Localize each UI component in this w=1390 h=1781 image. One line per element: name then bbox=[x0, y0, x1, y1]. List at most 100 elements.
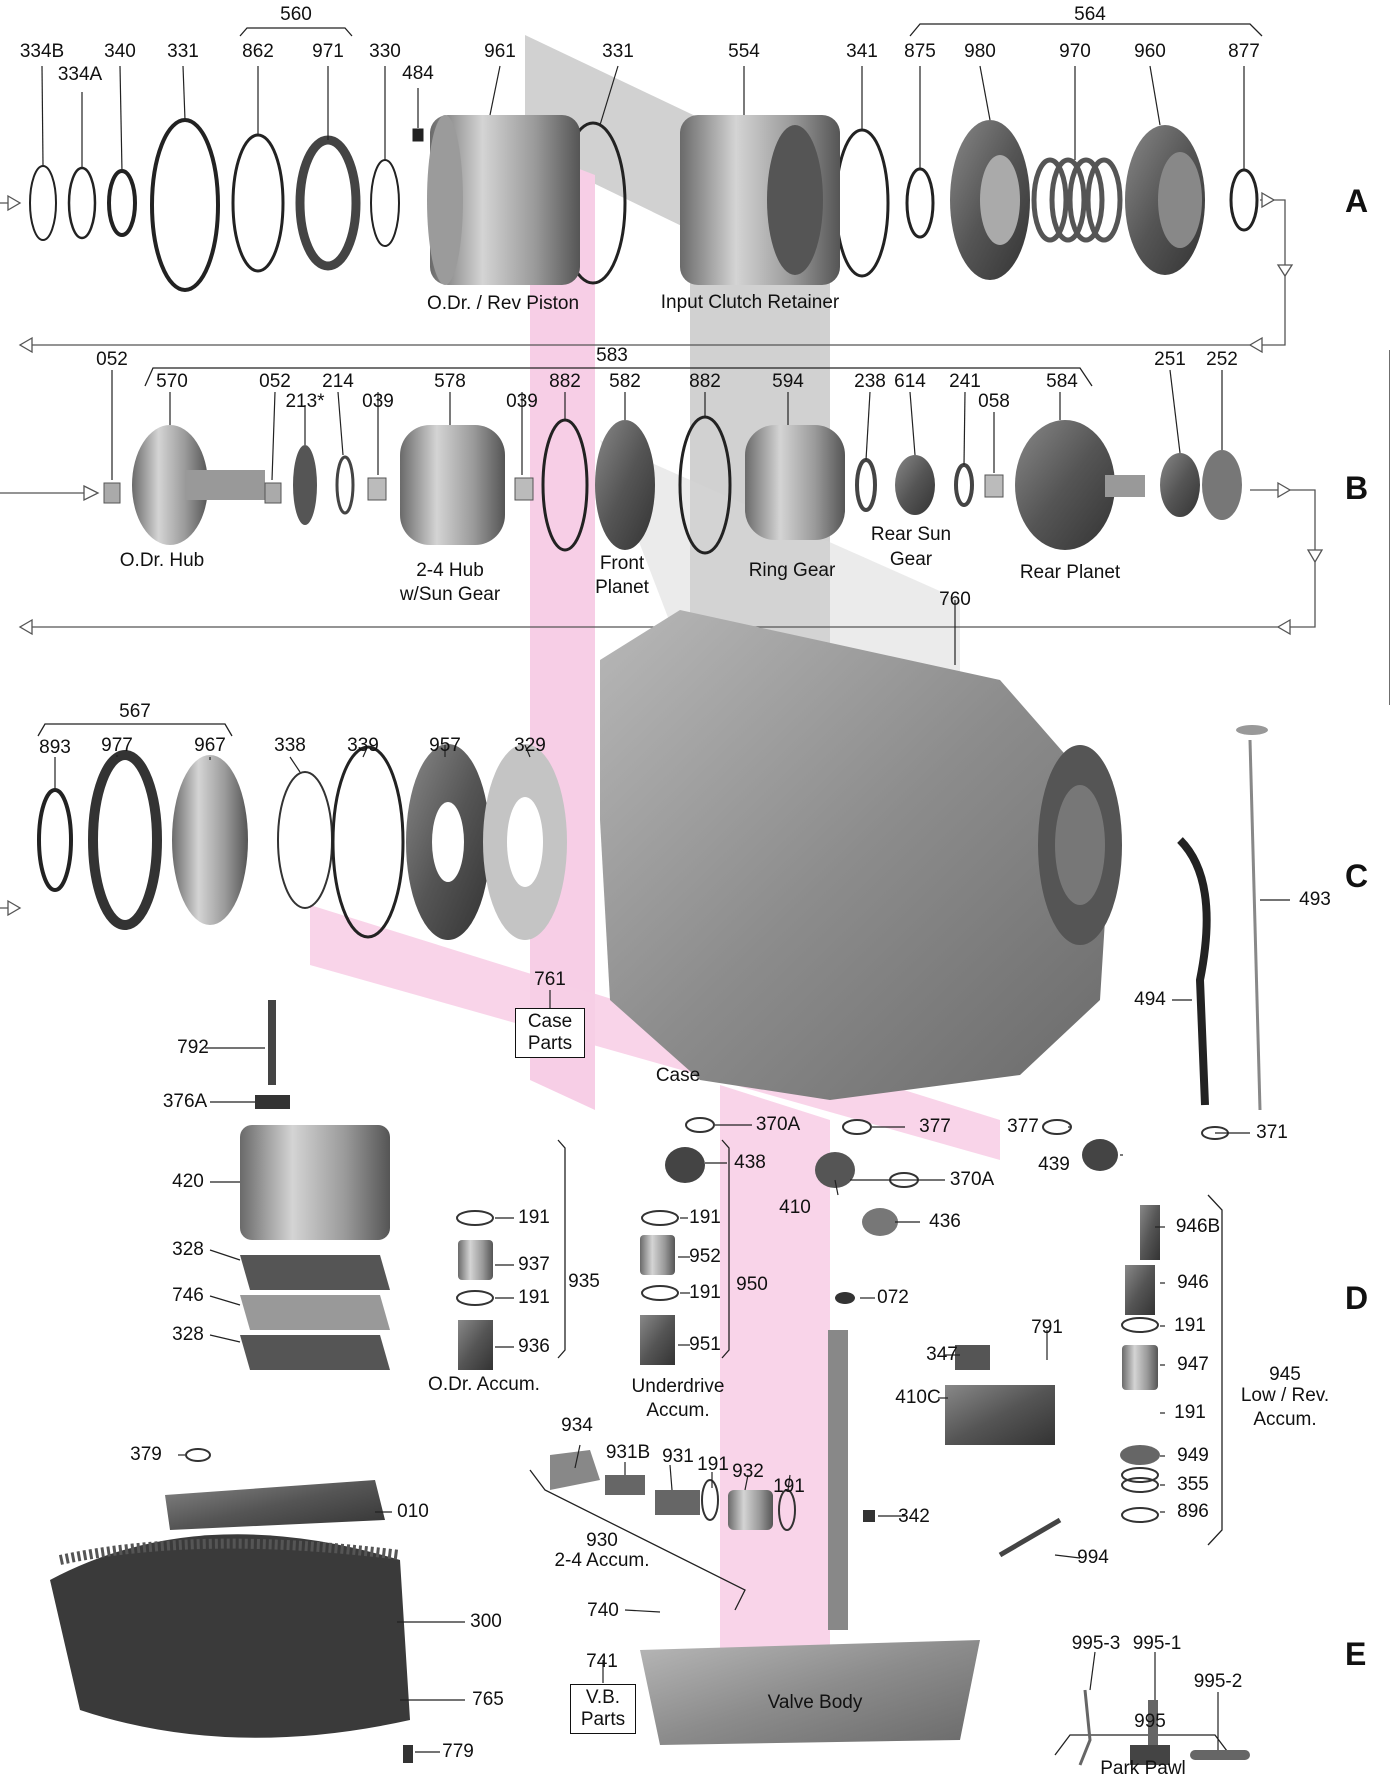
caption-input-clutch-retainer: Input Clutch Retainer bbox=[660, 292, 840, 313]
part-label: 792 bbox=[177, 1037, 209, 1058]
part-label: 355 bbox=[1177, 1474, 1209, 1495]
part-label: 882 bbox=[549, 371, 581, 392]
part-label: 376A bbox=[162, 1091, 208, 1112]
group-label-567: 567 bbox=[119, 701, 151, 722]
part-label: 347 bbox=[926, 1344, 958, 1365]
part-label: 582 bbox=[609, 371, 641, 392]
group-label-583: 583 bbox=[596, 345, 628, 366]
part-label: 957 bbox=[429, 735, 461, 756]
part-label: 893 bbox=[39, 737, 71, 758]
part-label: 410C bbox=[895, 1387, 941, 1408]
part-label: 341 bbox=[846, 41, 878, 62]
part-label: 052 bbox=[96, 349, 128, 370]
part-label: 614 bbox=[894, 371, 926, 392]
caption-odr-rev-piston: O.Dr. / Rev Piston bbox=[426, 293, 580, 314]
part-label: 251 bbox=[1154, 349, 1186, 370]
part-label: 951 bbox=[689, 1334, 721, 1355]
leader-lines bbox=[41, 65, 1290, 1753]
part-label: 410 bbox=[779, 1197, 811, 1218]
part-label: 779 bbox=[442, 1741, 474, 1762]
part-label: 052 bbox=[259, 371, 291, 392]
part-label: 896 bbox=[1177, 1501, 1209, 1522]
part-label: 947 bbox=[1177, 1354, 1209, 1375]
part-label: 950 bbox=[736, 1274, 768, 1295]
part-label: 191 bbox=[518, 1207, 550, 1228]
part-label: 370A bbox=[755, 1114, 801, 1135]
part-label: 214 bbox=[322, 371, 354, 392]
part-label: 241 bbox=[949, 371, 981, 392]
case-parts-line1: Case bbox=[527, 1011, 573, 1032]
part-label: 342 bbox=[898, 1506, 930, 1527]
part-label: 931 bbox=[662, 1446, 694, 1467]
part-label: 949 bbox=[1177, 1445, 1209, 1466]
part-label: 058 bbox=[978, 391, 1010, 412]
part-label: 961 bbox=[484, 41, 516, 62]
caption-gear: Gear bbox=[889, 549, 933, 570]
part-label: 578 bbox=[434, 371, 466, 392]
part-label: 952 bbox=[689, 1246, 721, 1267]
part-label: 995-3 bbox=[1071, 1633, 1121, 1654]
part-label: 010 bbox=[397, 1501, 429, 1522]
part-label: 191 bbox=[697, 1454, 729, 1475]
part-label: 191 bbox=[1174, 1315, 1206, 1336]
section-letter-e: E bbox=[1345, 1636, 1367, 1672]
caption-low-rev: Low / Rev. bbox=[1240, 1385, 1330, 1406]
caption-front: Front bbox=[599, 553, 645, 574]
part-label: 493 bbox=[1299, 889, 1331, 910]
caption-odr-accum: O.Dr. Accum. bbox=[428, 1374, 540, 1395]
row-d-e-parts bbox=[50, 1000, 1250, 1766]
part-label: 191 bbox=[689, 1207, 721, 1228]
caption-rear-planet: Rear Planet bbox=[1019, 562, 1121, 583]
part-label: 420 bbox=[172, 1171, 204, 1192]
part-label: 377 bbox=[919, 1116, 951, 1137]
part-label: 937 bbox=[518, 1254, 550, 1275]
part-label: 934 bbox=[561, 1415, 593, 1436]
section-letter-a: A bbox=[1345, 183, 1369, 219]
part-label: 191 bbox=[518, 1287, 550, 1308]
caption-rear-sun: Rear Sun bbox=[870, 524, 952, 545]
vb-parts-box: V.B. Parts bbox=[570, 1684, 636, 1734]
part-label: 931B bbox=[605, 1442, 651, 1463]
group-label-560: 560 bbox=[280, 4, 312, 25]
part-label: 300 bbox=[470, 1611, 502, 1632]
part-label: 760 bbox=[939, 589, 971, 610]
caption-ring-gear: Ring Gear bbox=[748, 560, 836, 581]
part-label: 334B bbox=[19, 41, 65, 62]
part-label: 594 bbox=[772, 371, 804, 392]
part-label: 570 bbox=[156, 371, 188, 392]
part-label: 191 bbox=[1174, 1402, 1206, 1423]
caption-valve-body: Valve Body bbox=[767, 1692, 863, 1713]
caption-2-4-hub: 2-4 Hub bbox=[416, 560, 484, 581]
part-label: 746 bbox=[172, 1285, 204, 1306]
caption-accum: Accum. bbox=[646, 1400, 710, 1421]
part-label: 971 bbox=[312, 41, 344, 62]
part-label: 877 bbox=[1228, 41, 1260, 62]
section-letter-c: C bbox=[1345, 858, 1369, 894]
vb-parts-line2: Parts bbox=[580, 1709, 626, 1730]
part-label: 995 bbox=[1134, 1711, 1166, 1732]
part-label: 930 bbox=[586, 1530, 618, 1551]
part-label: 191 bbox=[773, 1476, 805, 1497]
part-label: 875 bbox=[904, 41, 936, 62]
part-label: 945 bbox=[1269, 1364, 1301, 1385]
caption-odr-hub: O.Dr. Hub bbox=[119, 550, 205, 571]
part-label: 936 bbox=[518, 1336, 550, 1357]
caption-low-rev-accum: Accum. bbox=[1253, 1409, 1317, 1430]
part-label: 328 bbox=[172, 1239, 204, 1260]
part-label: 554 bbox=[728, 41, 760, 62]
part-label: 371 bbox=[1256, 1122, 1288, 1143]
part-label: 340 bbox=[104, 41, 136, 62]
part-label: 377 bbox=[1007, 1116, 1039, 1137]
part-label: 932 bbox=[732, 1461, 764, 1482]
section-letter-b: B bbox=[1345, 470, 1369, 506]
part-label: 765 bbox=[472, 1689, 504, 1710]
caption-case: Case bbox=[655, 1065, 701, 1086]
group-label-564: 564 bbox=[1074, 4, 1106, 25]
part-label: 977 bbox=[101, 735, 133, 756]
part-label: 379 bbox=[130, 1444, 162, 1465]
part-label: 039 bbox=[362, 391, 394, 412]
part-label: 330 bbox=[369, 41, 401, 62]
part-label: 994 bbox=[1077, 1547, 1109, 1568]
part-label: 331 bbox=[602, 41, 634, 62]
